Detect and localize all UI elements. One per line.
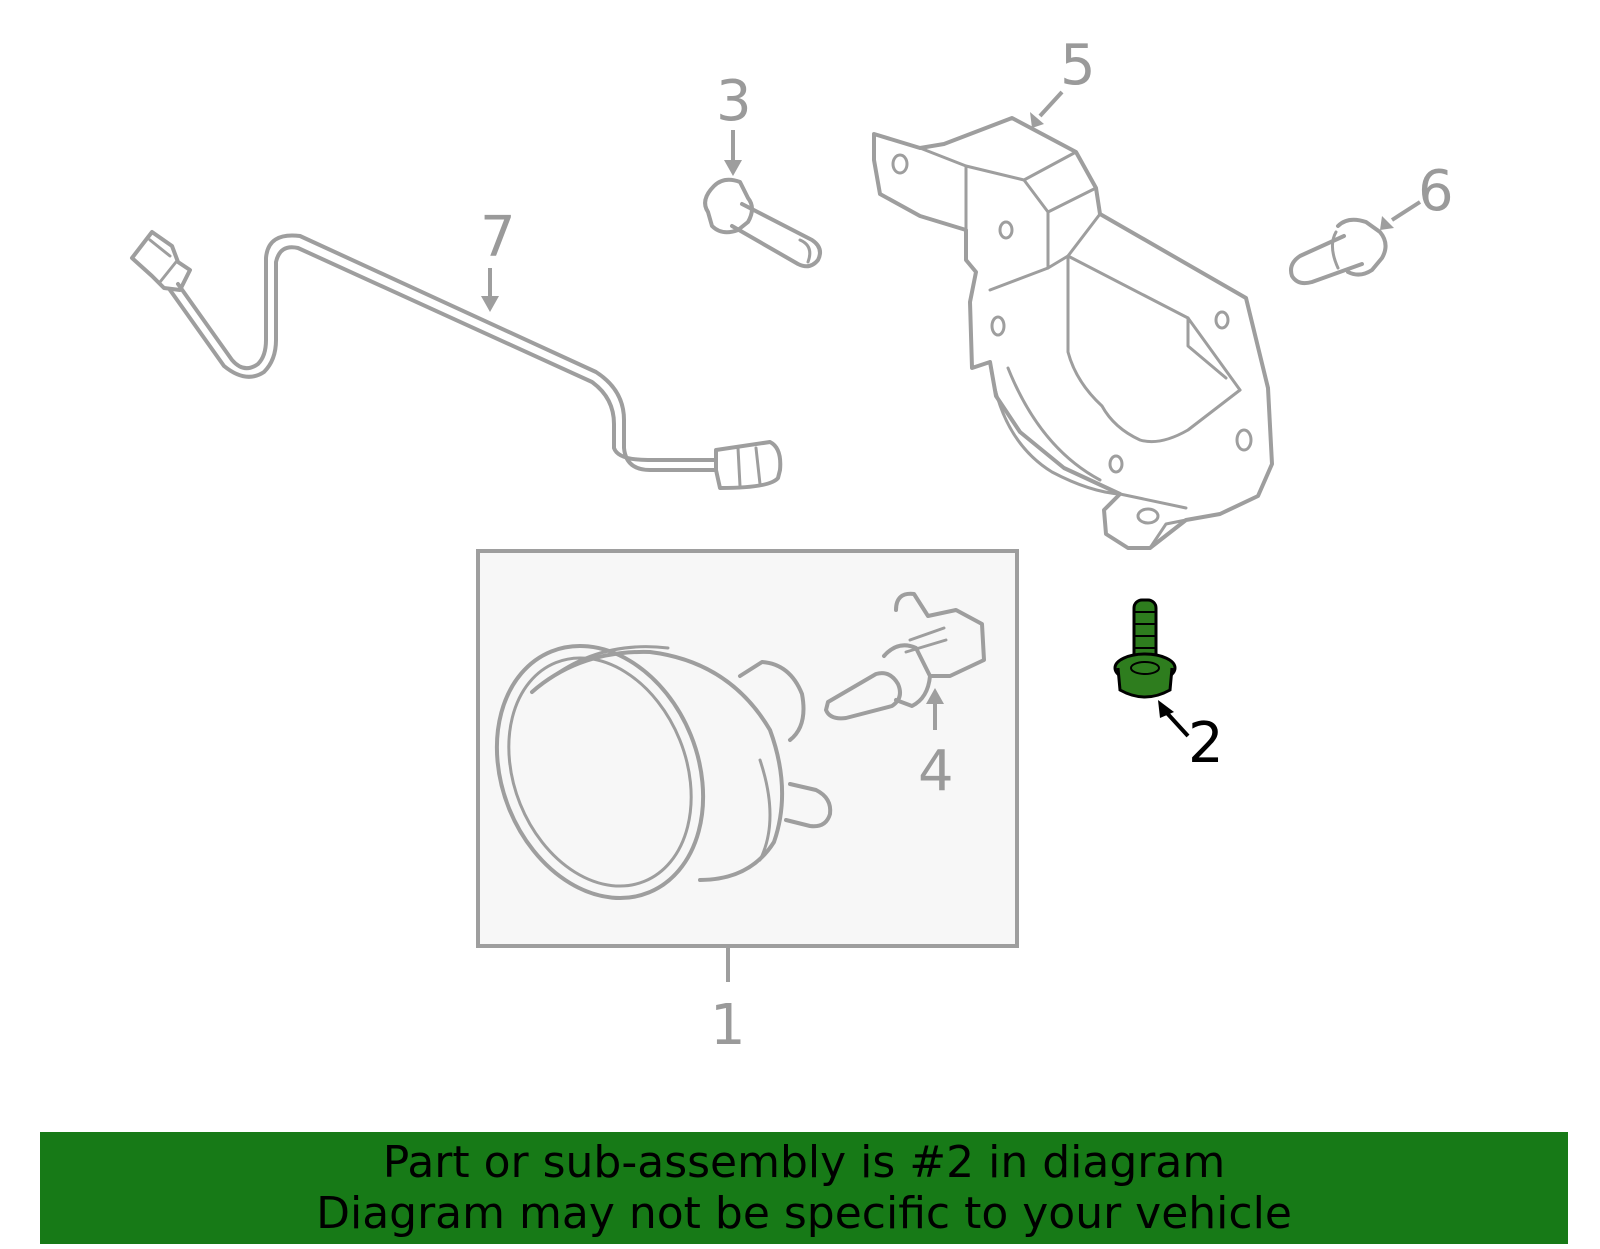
callout-2: 2 <box>1188 711 1224 776</box>
footer-line-1: Part or sub-assembly is #2 in diagram <box>382 1137 1226 1188</box>
callout-7: 7 <box>480 205 516 270</box>
callout-5: 5 <box>1060 33 1096 98</box>
callout-3: 3 <box>716 69 752 134</box>
part-5-bracket[interactable] <box>872 116 1274 550</box>
part-2-bolt[interactable] <box>1113 598 1177 699</box>
callout-4: 4 <box>918 739 954 804</box>
part-6-clip[interactable] <box>1289 217 1388 286</box>
callout-6: 6 <box>1418 159 1454 224</box>
parts-diagram: 1 2 3 4 5 6 7 <box>130 33 1454 1058</box>
part-4-bulb[interactable] <box>824 591 986 721</box>
part-7-wiring-harness[interactable] <box>130 230 783 490</box>
footer-line-2: Diagram may not be specific to your vehi… <box>316 1188 1292 1239</box>
part-1-fog-lamp[interactable] <box>460 615 833 929</box>
footer-banner: Part or sub-assembly is #2 in diagram Di… <box>40 1132 1568 1244</box>
part-3-fastener[interactable] <box>703 177 822 269</box>
callout-1: 1 <box>710 993 746 1058</box>
